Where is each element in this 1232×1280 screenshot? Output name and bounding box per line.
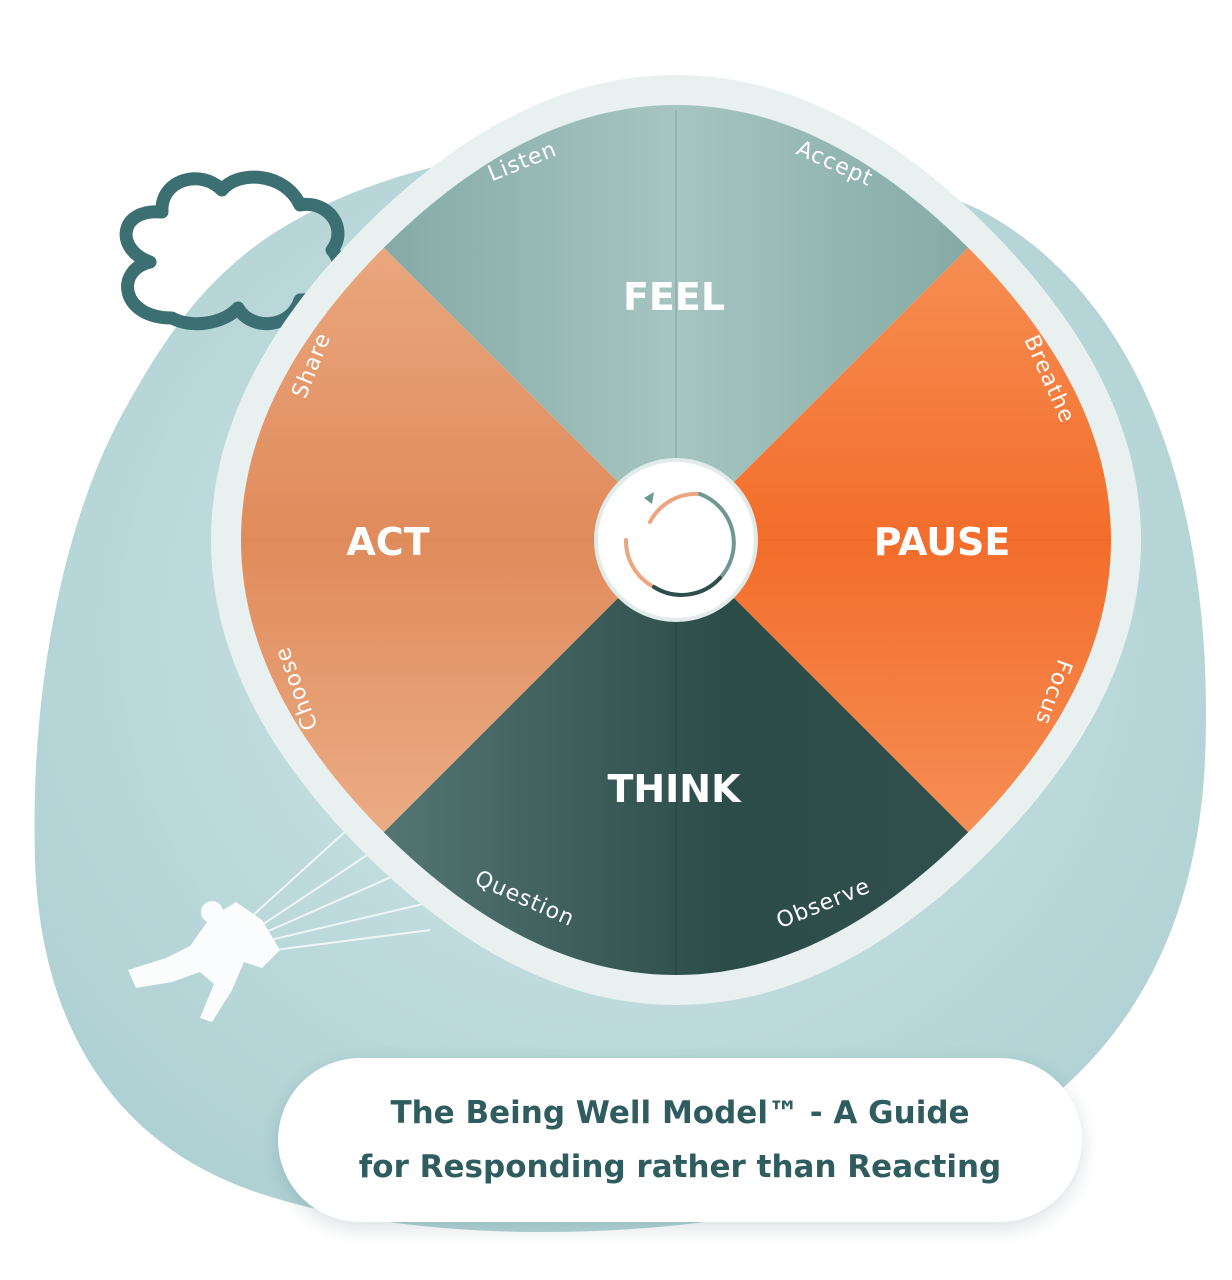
caption-line-1: The Being Well Model™ - A Guide [390,1095,970,1131]
segment-label-feel: FEEL [623,275,725,319]
segment-label-think: THINK [607,767,742,811]
cycle-arrows-icon [623,491,736,597]
cloud-icon [119,170,346,331]
caption-line-2: for Responding rather than Reacting [358,1149,1002,1185]
segment-label-pause: PAUSE [874,520,1011,564]
caption-box: The Being Well Model™ - A Guide for Resp… [278,1058,1082,1222]
segment-label-act: ACT [346,520,429,564]
